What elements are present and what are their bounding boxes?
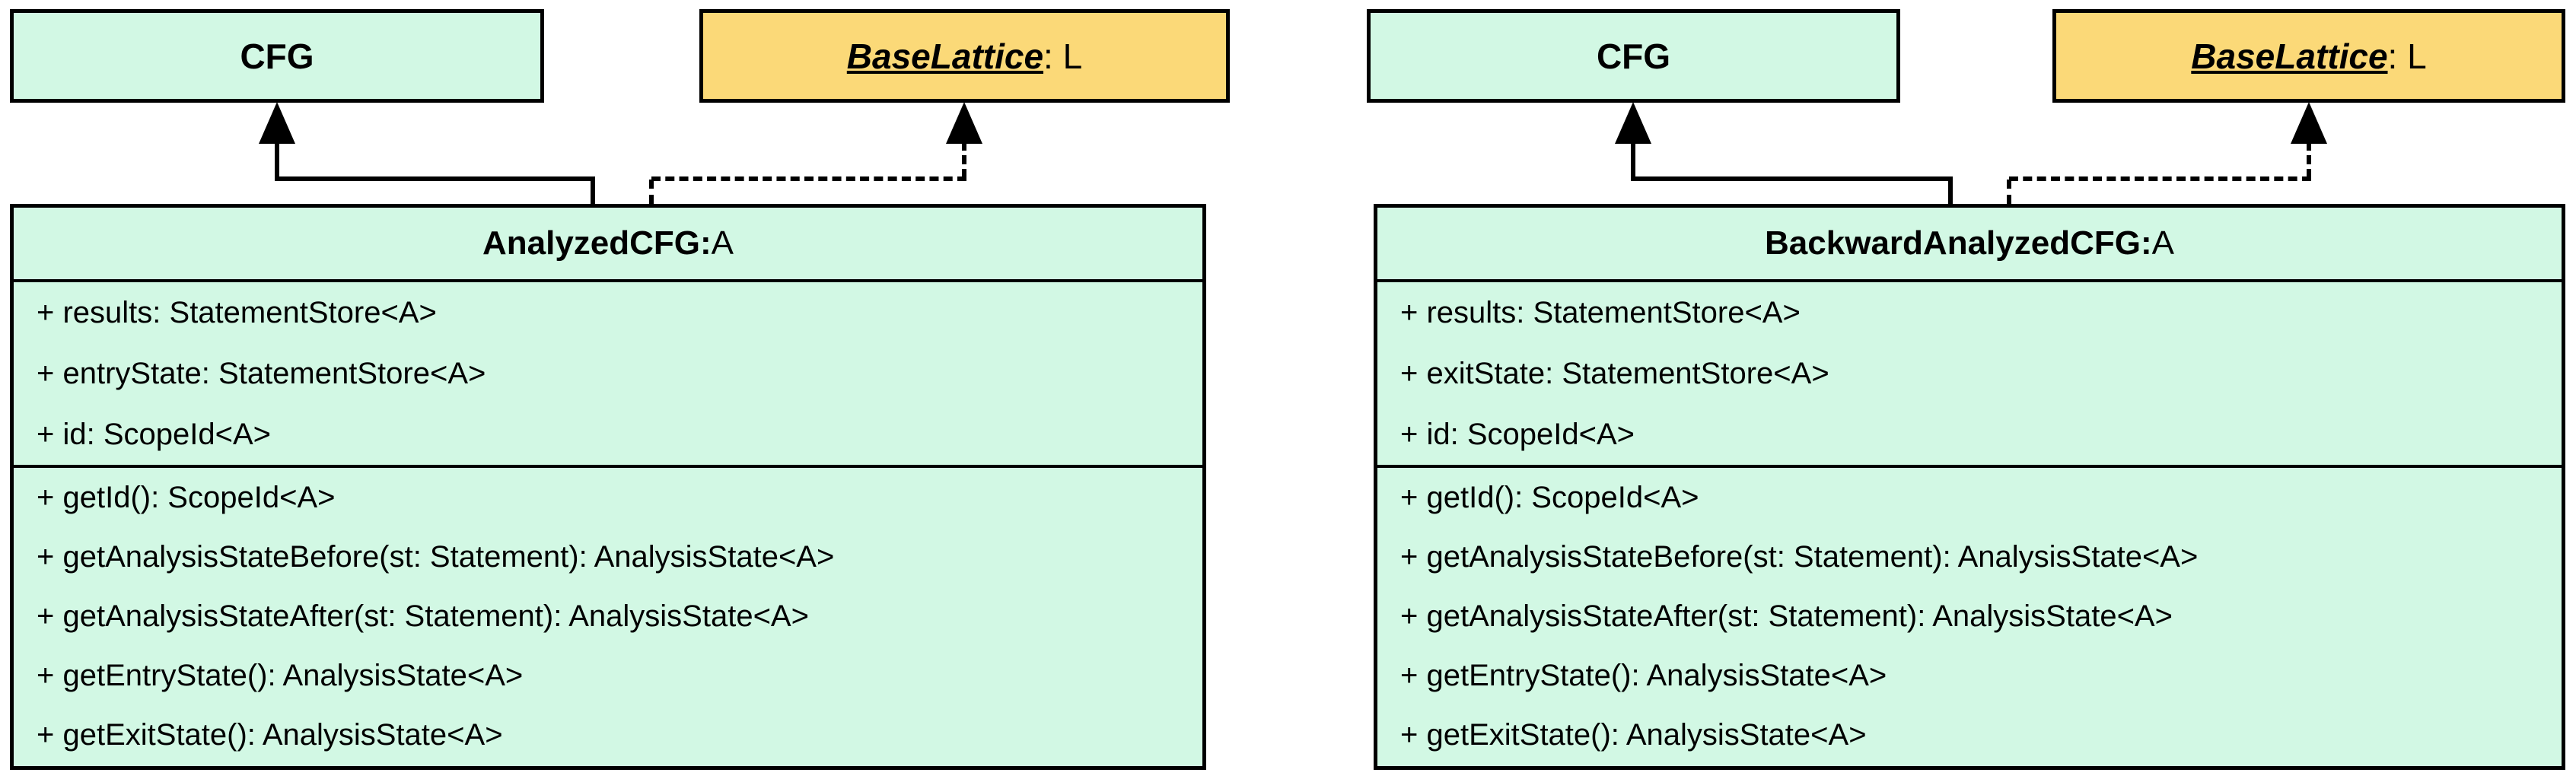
inheritance-edge-segment [591, 176, 595, 204]
method-row: + getExitState(): AnalysisState<A> [37, 718, 503, 752]
baselattice-type-param: : L [2387, 36, 2427, 76]
inheritance-edge-segment [1631, 176, 1953, 181]
cfg-parent-class-box: CFG [1367, 9, 1900, 103]
realization-edge-segment [2009, 176, 2311, 181]
cfg-label: CFG [240, 36, 314, 76]
method-row: + getAnalysisStateBefore(st: Statement):… [1400, 540, 2199, 574]
baselattice-type-param: : L [1043, 36, 1083, 76]
inheritance-edge-segment [275, 176, 595, 181]
attribute-row: + exitState: StatementStore<A> [1400, 357, 1829, 390]
baselattice-label: BaseLattice [2191, 36, 2388, 76]
method-row: + getAnalysisStateAfter(st: Statement): … [37, 599, 809, 633]
attributes-compartment: + results: StatementStore<A> + entryStat… [14, 282, 1202, 468]
class-title-type-param: A [711, 224, 734, 262]
attribute-row: + id: ScopeId<A> [37, 418, 272, 451]
method-row: + getAnalysisStateBefore(st: Statement):… [37, 540, 835, 574]
method-row: + getEntryState(): AnalysisState<A> [1400, 659, 1887, 692]
class-title-name: AnalyzedCFG: [482, 224, 712, 262]
class-title: AnalyzedCFG: A [14, 208, 1202, 282]
analyzedcfg-class-box: AnalyzedCFG: A + results: StatementStore… [10, 204, 1206, 770]
class-title: BackwardAnalyzedCFG: A [1377, 208, 2562, 282]
method-row: + getId(): ScopeId<A> [1400, 481, 1699, 514]
realization-edge-segment [2007, 180, 2011, 204]
class-title-name: BackwardAnalyzedCFG: [1765, 224, 2152, 262]
baselattice-interface-box: BaseLattice : L [2052, 9, 2565, 103]
inheritance-edge-segment [1948, 176, 1953, 204]
method-row: + getAnalysisStateAfter(st: Statement): … [1400, 599, 2173, 633]
realization-edge-segment [962, 141, 966, 178]
cfg-label: CFG [1596, 36, 1671, 76]
attribute-row: + id: ScopeId<A> [1400, 418, 1635, 451]
method-row: + getExitState(): AnalysisState<A> [1400, 718, 1867, 752]
method-row: + getId(): ScopeId<A> [37, 481, 336, 514]
realization-edge-segment [649, 180, 654, 204]
inheritance-edge-segment [275, 140, 279, 180]
realization-arrowhead-icon [2291, 102, 2327, 144]
attributes-compartment: + results: StatementStore<A> + exitState… [1377, 282, 2562, 468]
realization-edge-segment [651, 176, 966, 181]
attribute-row: + entryState: StatementStore<A> [37, 357, 486, 390]
baselattice-label: BaseLattice [846, 36, 1044, 76]
inheritance-arrowhead-icon [1615, 102, 1651, 144]
class-title-type-param: A [2151, 224, 2174, 262]
baselattice-interface-box: BaseLattice : L [699, 9, 1230, 103]
methods-compartment: + getId(): ScopeId<A> + getAnalysisState… [1377, 468, 2562, 765]
inheritance-arrowhead-icon [259, 102, 295, 144]
cfg-parent-class-box: CFG [10, 9, 544, 103]
backwardanalyzedcfg-class-box: BackwardAnalyzedCFG: A + results: Statem… [1374, 204, 2565, 770]
methods-compartment: + getId(): ScopeId<A> + getAnalysisState… [14, 468, 1202, 765]
method-row: + getEntryState(): AnalysisState<A> [37, 659, 524, 692]
attribute-row: + results: StatementStore<A> [37, 296, 437, 329]
realization-arrowhead-icon [946, 102, 982, 144]
inheritance-edge-segment [1631, 140, 1635, 180]
attribute-row: + results: StatementStore<A> [1400, 296, 1801, 329]
realization-edge-segment [2307, 141, 2311, 178]
